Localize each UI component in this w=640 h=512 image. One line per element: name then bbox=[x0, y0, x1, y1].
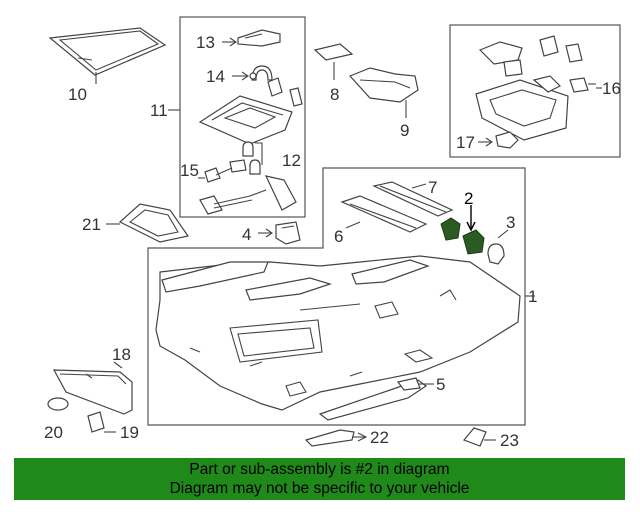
callout-22: 22 bbox=[370, 428, 389, 447]
part-8-pad bbox=[313, 43, 354, 61]
part-21-assist bbox=[118, 203, 190, 243]
part-18-visor bbox=[52, 369, 133, 415]
rail-mid bbox=[245, 277, 332, 301]
callout-3: 3 bbox=[506, 213, 515, 232]
callout-9: 9 bbox=[400, 121, 409, 140]
bulb-a bbox=[267, 77, 283, 97]
callout-10: 10 bbox=[68, 85, 87, 104]
part-4-clip bbox=[275, 221, 301, 245]
part-6-strip bbox=[340, 195, 428, 233]
part-15-harness bbox=[199, 159, 297, 215]
callout-20: 20 bbox=[44, 423, 63, 442]
callout-4: 4 bbox=[242, 225, 251, 244]
callout-17: 17 bbox=[456, 133, 475, 152]
part-17-lens bbox=[495, 131, 519, 149]
callout-16: 16 bbox=[602, 79, 621, 98]
part-11-lamp bbox=[198, 95, 293, 151]
part-22-bar bbox=[304, 429, 355, 447]
callout-13: 13 bbox=[196, 33, 215, 52]
callout-1: 1 bbox=[528, 287, 537, 306]
callout-5: 5 bbox=[436, 375, 445, 394]
callout-6: 6 bbox=[334, 227, 343, 246]
callout-2: 2 bbox=[464, 189, 473, 208]
callout-7: 7 bbox=[428, 178, 437, 197]
callout-19: 19 bbox=[120, 423, 139, 442]
rail-right bbox=[351, 259, 430, 285]
callout-8: 8 bbox=[330, 85, 339, 104]
part-10-shade bbox=[48, 27, 167, 76]
bulb-b bbox=[289, 87, 303, 107]
info-banner: Part or sub-assembly is #2 in diagram Di… bbox=[14, 458, 625, 500]
callout-18: 18 bbox=[112, 345, 131, 364]
part-20-cap bbox=[47, 397, 69, 411]
part-2-clip-highlighted bbox=[440, 217, 485, 255]
banner-line-1: Part or sub-assembly is #2 in diagram bbox=[189, 461, 450, 478]
part-9-bracket bbox=[348, 67, 419, 103]
part-19-holder bbox=[87, 411, 105, 433]
part-5-trim bbox=[318, 377, 428, 421]
part-3-clip bbox=[487, 243, 505, 265]
callout-15: 15 bbox=[180, 161, 199, 180]
part-13-clip bbox=[237, 29, 281, 47]
callout-11: 11 bbox=[150, 101, 168, 120]
part-12-bulbs bbox=[242, 141, 261, 175]
part-14-hook bbox=[249, 65, 273, 81]
part-23-clip bbox=[462, 427, 487, 447]
callout-12: 12 bbox=[282, 151, 301, 170]
callout-23: 23 bbox=[500, 431, 519, 450]
part-16-console bbox=[475, 35, 596, 141]
rail-left bbox=[161, 261, 269, 293]
callout-14: 14 bbox=[206, 67, 225, 86]
callout-21: 21 bbox=[82, 215, 101, 234]
banner-line-2: Diagram may not be specific to your vehi… bbox=[169, 480, 470, 497]
part-7-strip bbox=[372, 181, 454, 217]
part-1-headliner bbox=[155, 255, 521, 411]
